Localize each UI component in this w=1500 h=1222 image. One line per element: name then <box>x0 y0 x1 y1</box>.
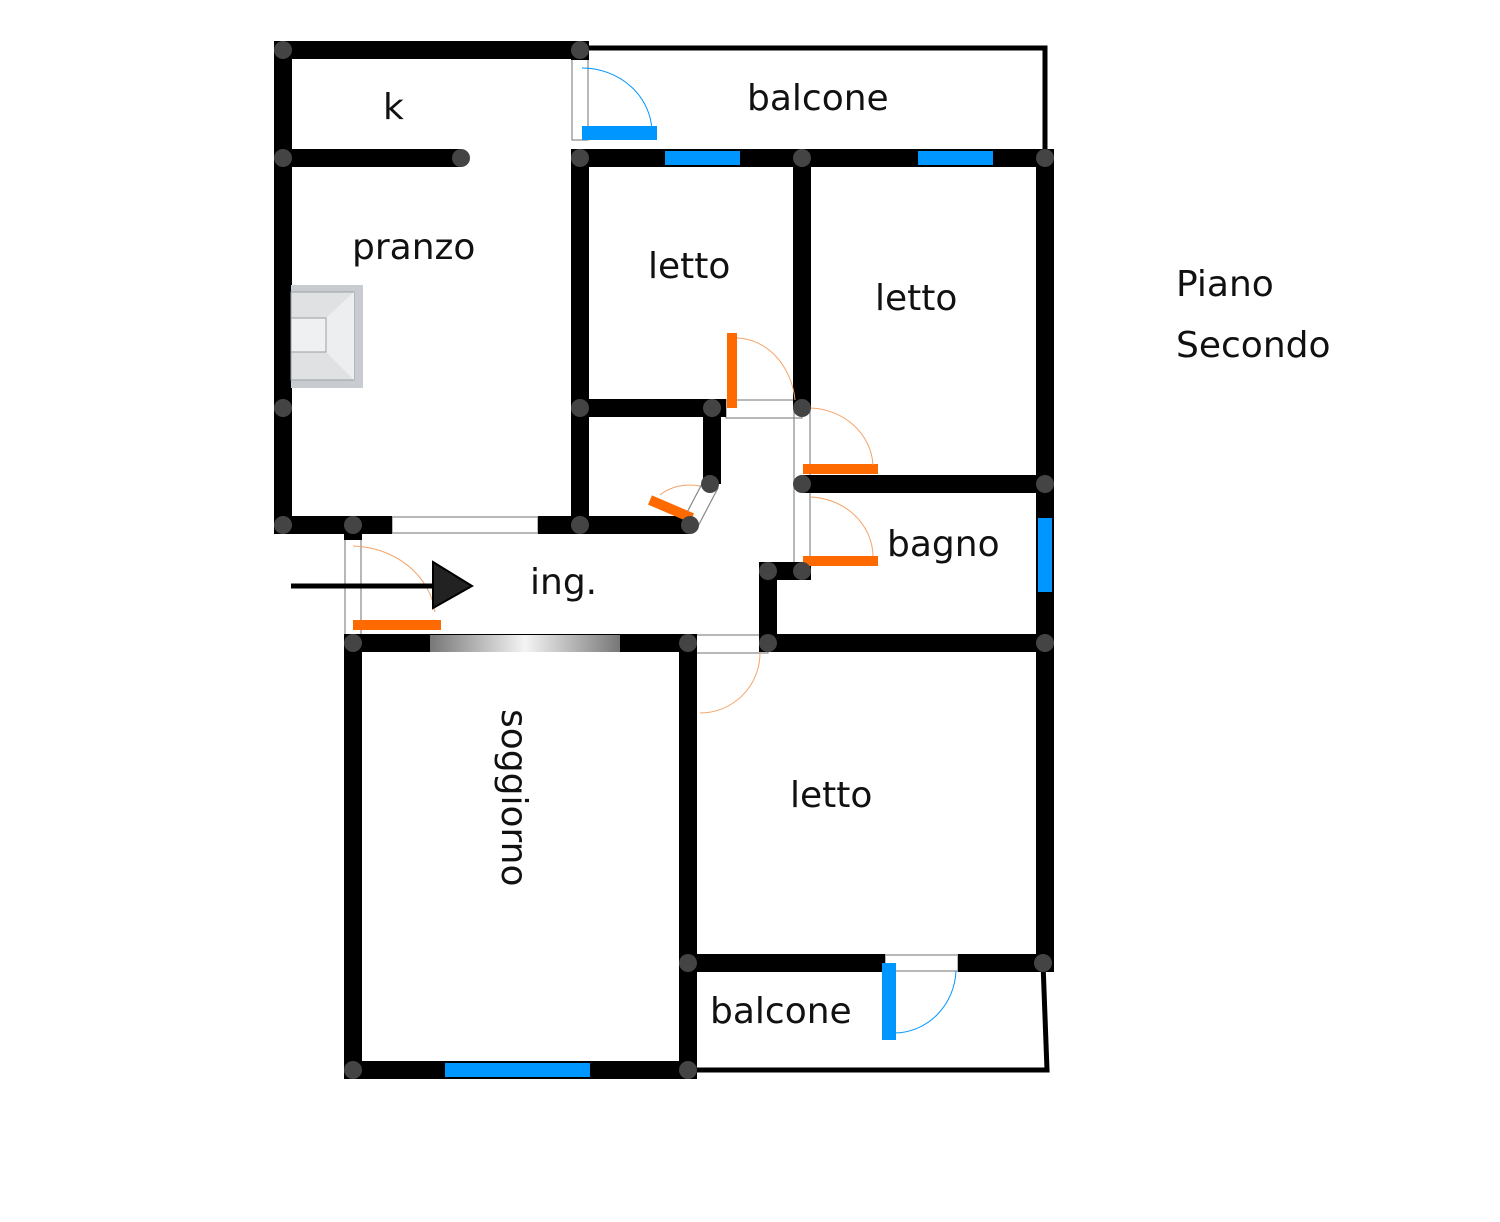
room-label-bedroom-3: letto <box>790 775 872 816</box>
room-label-balcony-bottom: balcone <box>710 991 852 1032</box>
room-label-kitchen: k <box>383 87 404 128</box>
door-frames <box>344 57 959 972</box>
wall-nodes <box>274 41 1054 1079</box>
room-label-entrance: ing. <box>530 562 597 603</box>
windows <box>430 151 1052 1077</box>
room-label-balcony-top: balcone <box>747 78 889 119</box>
title-line-1: Piano <box>1176 264 1274 305</box>
room-label-bedroom-2: letto <box>875 278 957 319</box>
entrance-arrow-icon <box>291 560 474 610</box>
balcony-outlines <box>580 45 1050 1073</box>
walls <box>274 41 1054 1079</box>
title-line-2: Secondo <box>1176 325 1331 366</box>
doors <box>352 67 957 1040</box>
fireplace-icon <box>290 285 363 388</box>
room-label-bathroom: bagno <box>887 524 1000 565</box>
room-label-dining: pranzo <box>352 227 475 268</box>
room-label-bedroom-1: letto <box>648 246 730 287</box>
room-label-living: soggiorno <box>493 709 534 887</box>
